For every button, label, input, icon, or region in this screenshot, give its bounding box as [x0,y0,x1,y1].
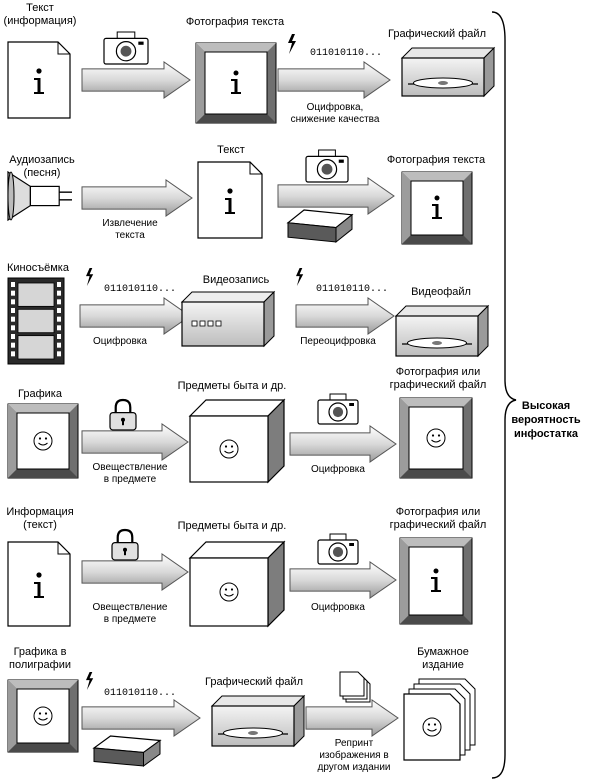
scanner-icon [286,209,354,244]
row4-caption-1: Овеществление в предмете [92,462,168,485]
speaker-icon [7,170,72,222]
brace [491,11,517,779]
row4-source-label: Графика [18,388,62,400]
row1-target-label: Графический файл [387,28,486,40]
arrow-icon [277,177,395,215]
row2-middle-label: Текст [217,144,245,156]
row5-target-label: Фотография или графический файл [389,506,487,531]
row3-source-label: Киносъёмка [7,262,69,274]
arrow-icon [81,699,201,737]
arrow-icon [81,61,191,99]
disk-drive-icon [400,46,496,98]
row3-middle-label: Видеозапись [202,274,270,286]
lightning-icon [288,34,296,54]
video-recorder-icon [180,290,276,348]
arrow-icon [305,699,399,737]
arrow-icon [295,297,395,335]
framed-picture-icon [195,42,277,124]
row2-caption-1: Извлечение текста [102,218,158,241]
row6-middle-label: Графический файл [204,676,303,688]
arrow-icon [79,297,191,335]
paper-stack-icon [339,671,371,703]
arrow-icon [81,553,189,591]
row6-target-label: Бумажное издание [417,646,469,671]
box-icon [188,398,286,484]
arrow-icon [81,179,193,217]
framed-picture-icon [401,171,473,245]
camera-icon [317,393,359,425]
document-icon [197,161,263,239]
film-strip-icon [7,277,65,365]
row3-code-1: 011010110... [104,284,177,295]
camera-icon [103,31,149,65]
disk-drive-icon [210,694,306,748]
row5-middle-label: Предметы быта и др. [177,520,287,532]
box-icon [188,540,286,628]
scanner-icon [92,735,162,767]
row2-target-label: Фотография текста [386,154,486,166]
document-icon [7,41,71,119]
row6-code: 011010110... [104,688,177,699]
brace-label: Высокая вероятность инфостатка [511,400,581,440]
row1-middle-label: Фотография текста [185,16,285,28]
lightning-icon [86,268,94,286]
framed-picture-icon [399,537,473,625]
padlock-icon [109,398,137,431]
row4-target-label: Фотография или графический файл [389,366,487,391]
camera-icon [317,533,359,565]
lightning-icon [296,268,304,286]
row1-code: 011010110... [310,48,383,59]
arrow-icon [289,425,397,463]
disk-drive-icon [394,304,490,358]
row5-caption-2: Оцифровка [311,602,365,613]
arrow-icon [289,561,397,599]
row3-caption-2: Переоцифровка [300,336,376,347]
row6-caption-2: Репринт изображения в другом издании [317,738,391,773]
row2-source-label: Аудиозапись (песня) [9,154,75,179]
row3-code-2: 011010110... [316,284,389,295]
framed-picture-icon [7,403,79,479]
arrow-icon [81,423,189,461]
framed-picture-icon [7,679,79,753]
row5-caption-1: Овеществление в предмете [92,602,168,625]
padlock-icon [111,528,139,561]
row3-caption-1: Оцифровка [93,336,147,347]
arrow-icon [277,61,391,99]
document-icon [7,541,71,627]
row1-caption-2: Оцифровка, снижение качества [290,102,380,125]
row3-target-label: Видеофайл [411,286,471,298]
paper-stack-icon [403,678,476,761]
row6-source-label: Графика в полиграфии [9,646,71,671]
framed-picture-icon [399,397,473,479]
row5-source-label: Информация (текст) [6,506,74,531]
row4-middle-label: Предметы быта и др. [177,380,287,392]
camera-icon [305,149,349,183]
row1-source-label: Текст (информация) [3,2,77,27]
lightning-icon [86,672,94,690]
row4-caption-2: Оцифровка [311,464,365,475]
